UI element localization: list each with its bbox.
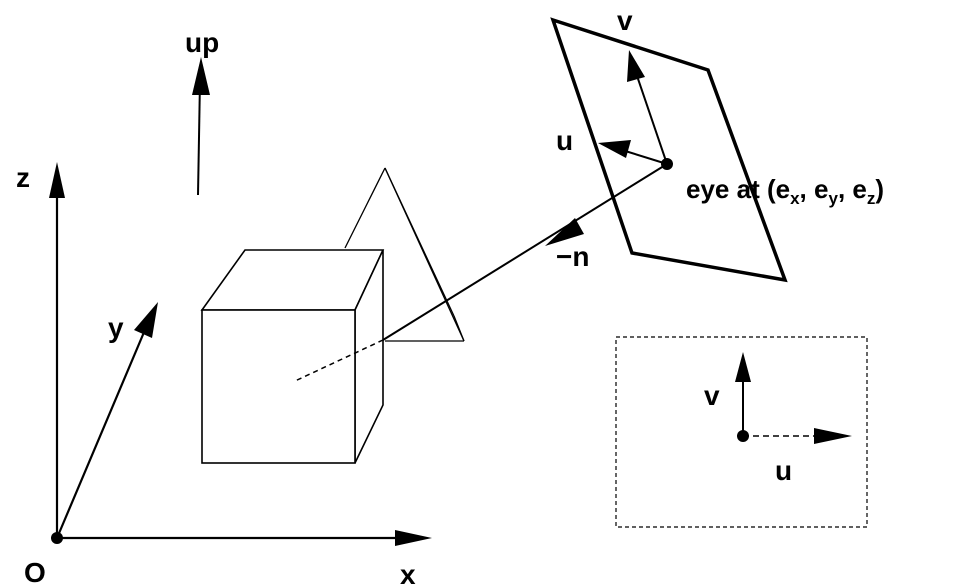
screen-u-arrowhead (814, 428, 852, 444)
view-v-line (634, 69, 668, 165)
y-axis-arrowhead (134, 302, 158, 338)
view-plane-outline (550, 17, 788, 283)
world-axes (49, 162, 432, 546)
pyramid-edge (384, 167, 455, 317)
hidden-ray-segment (294, 339, 384, 382)
up-vector-line (197, 79, 201, 196)
view-v-label: v (617, 5, 633, 36)
origin-label: O (24, 557, 46, 588)
screen-u-label: u (775, 455, 792, 486)
cube-top-face (200, 249, 385, 311)
x-axis-arrowhead (395, 530, 432, 546)
view-direction-neg-n (294, 163, 668, 382)
y-axis-line (55, 317, 152, 539)
neg-n-arrowhead (545, 218, 584, 246)
view-ray-line (382, 163, 668, 341)
view-u-label: u (556, 125, 573, 156)
up-label: up (185, 27, 219, 58)
up-vector-arrowhead (192, 57, 210, 95)
eye-subscript-x: x (790, 189, 800, 208)
eye-subscript-z: z (867, 189, 876, 208)
view-u-arrowhead (598, 140, 631, 158)
z-axis-label: z (16, 162, 30, 193)
pyramid-edge (453, 315, 465, 342)
view-v-arrowhead (627, 50, 645, 82)
cube-front-face (201, 309, 356, 464)
screen-v-arrowhead (735, 352, 751, 382)
x-axis-label: x (400, 559, 416, 588)
eye-subscript-y: y (828, 189, 838, 208)
y-axis-label: y (108, 312, 124, 343)
eye-point (661, 158, 673, 170)
screen-v-label: v (704, 380, 720, 411)
eye-position-label: eye at (ex, ey, ez) (686, 174, 884, 208)
up-vector (192, 57, 210, 196)
cube (200, 249, 385, 464)
pyramid (344, 167, 465, 342)
screen-box-outline (615, 336, 868, 528)
camera-view-plane (550, 17, 788, 283)
view-u-line (621, 149, 668, 165)
screen-origin-dot (737, 430, 749, 442)
z-axis-arrowhead (49, 162, 65, 198)
neg-n-label: −n (556, 241, 589, 272)
pyramid-edge (344, 167, 386, 249)
screen-coordinates-box (615, 336, 868, 528)
origin-dot (51, 532, 63, 544)
